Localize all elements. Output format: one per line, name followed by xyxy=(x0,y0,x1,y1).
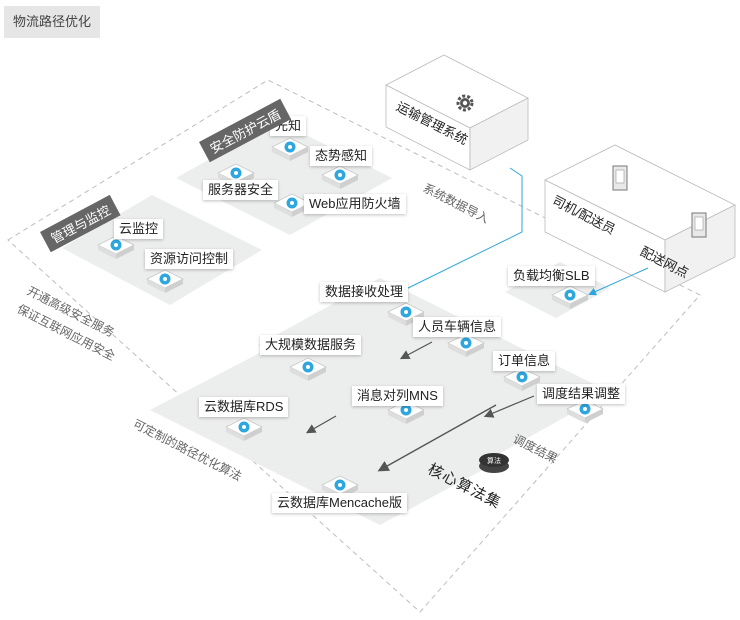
label-big-data: 大规模数据服务 xyxy=(260,335,362,355)
label-access-control: 资源访问控制 xyxy=(145,249,234,269)
flow-core-memcache xyxy=(377,404,497,472)
flow-personnel-mns xyxy=(399,341,433,360)
platform-core xyxy=(258,278,610,460)
label-waf: Web应用防火墙 xyxy=(304,194,406,214)
label-cloud-monitor: 云监控 xyxy=(114,219,164,239)
import-arrow xyxy=(398,167,523,293)
page-title: 物流路径优化 xyxy=(4,6,100,38)
label-mns: 消息对列MNS xyxy=(352,386,443,406)
label-order: 订单信息 xyxy=(493,351,556,371)
gear-icon xyxy=(456,94,474,112)
driver-device-icon xyxy=(612,165,628,191)
label-server-security: 服务器安全 xyxy=(203,180,279,200)
algorithm-badge-icon: 算法 xyxy=(479,453,509,473)
label-memcache: 云数据库Mencache版 xyxy=(272,493,407,513)
label-dispatch-adjust: 调度结果调整 xyxy=(537,384,626,404)
outlet-device-icon xyxy=(691,212,707,238)
label-slb: 负载均衡SLB xyxy=(508,266,595,286)
label-personnel: 人员车辆信息 xyxy=(413,317,502,337)
platform-storage xyxy=(150,345,505,525)
flow-to-rds xyxy=(305,415,337,434)
outer-boundary xyxy=(7,79,701,613)
label-situation: 态势感知 xyxy=(310,146,373,166)
label-data-receive: 数据接收处理 xyxy=(320,282,409,302)
label-rds: 云数据库RDS xyxy=(199,397,289,417)
outlet-to-slb-arrow xyxy=(588,267,649,296)
algorithm-badge-text: 算法 xyxy=(487,456,501,465)
flow-dispatch-adjust xyxy=(483,395,535,418)
